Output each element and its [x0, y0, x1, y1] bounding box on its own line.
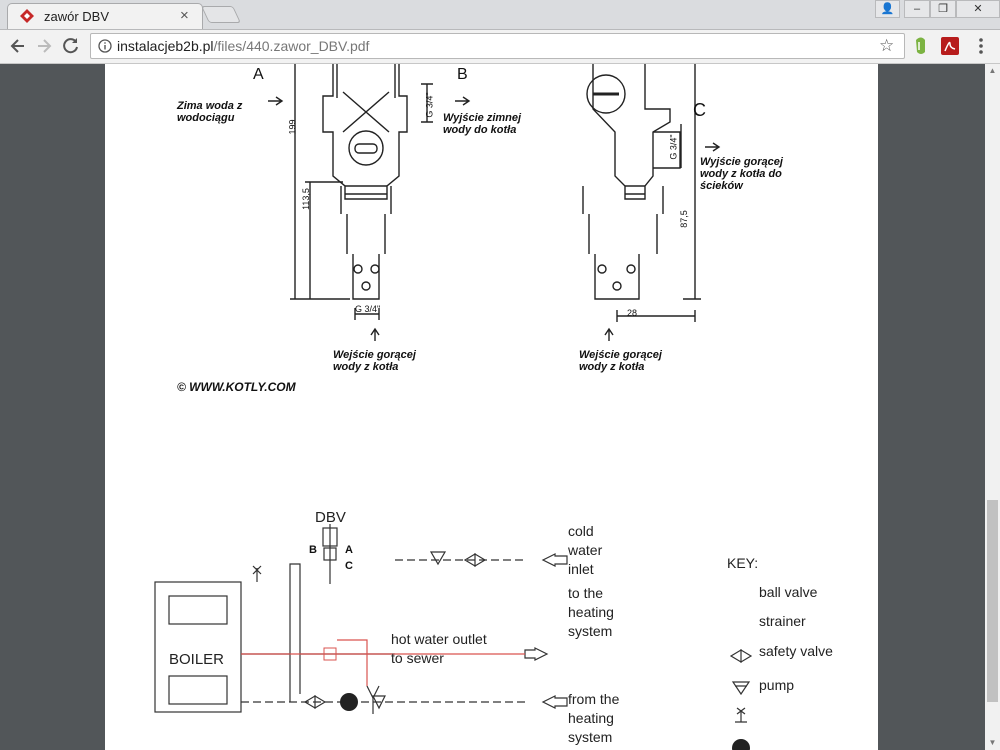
key-pump: pump [759, 677, 795, 693]
dim-28: 28 [627, 308, 638, 318]
hot-outlet-line: hot water outlet [391, 631, 487, 647]
label-a-text: Zima woda z wodociągu [177, 100, 242, 124]
browser-toolbar: instalacjeb2b.pl/files/440.zawor_DBV.pdf… [0, 30, 1000, 64]
tab-title: zawór DBV [44, 9, 110, 24]
boiler-label: BOILER [169, 651, 225, 668]
new-tab-button[interactable] [201, 6, 241, 23]
in-left-line: wody z kotła [333, 361, 399, 373]
site-favicon-icon [20, 9, 34, 23]
c-text-line: wody z kotła do [700, 168, 782, 180]
scroll-up-arrow-icon[interactable]: ▲ [988, 66, 997, 75]
minimize-button[interactable]: – [904, 0, 930, 18]
restore-button[interactable]: ❐ [930, 0, 956, 18]
dim-199: 199 [287, 119, 298, 135]
to-heating-label: to the heating system [568, 584, 614, 641]
b-text-line: Wyjście zimnej [443, 112, 522, 124]
forward-icon[interactable] [34, 36, 54, 56]
browser-tab[interactable]: zawór DBV × [7, 3, 203, 29]
from-heating-line: system [568, 729, 613, 745]
back-icon[interactable] [8, 36, 28, 56]
dbv-port-b: B [309, 544, 317, 556]
cold-line: cold [568, 523, 594, 539]
address-bar[interactable]: instalacjeb2b.pl/files/440.zawor_DBV.pdf… [90, 33, 905, 59]
url-path: /files/440.zawor_DBV.pdf [213, 38, 370, 54]
dbv-port-a: A [345, 544, 353, 556]
cold-line: inlet [568, 561, 594, 577]
label-b-text: Wyjście zimnej wody do kotła [443, 112, 521, 136]
b-text-line: wody do kotła [443, 124, 517, 136]
menu-icon[interactable] [973, 36, 989, 56]
url-text: instalacjeb2b.pl/files/440.zawor_DBV.pdf [117, 38, 369, 54]
vertical-scrollbar[interactable]: ▲ ▼ [985, 64, 1000, 750]
dim-g34-b: G 3/4" [424, 92, 435, 118]
a-text-line: Zima woda z [177, 100, 243, 112]
scrollbar-thumb[interactable] [987, 500, 998, 702]
label-a: A [253, 66, 264, 83]
valve-technical-drawing [268, 64, 721, 341]
to-heating-line: heating [568, 604, 614, 620]
from-heating-line: heating [568, 710, 614, 726]
cold-line: water [568, 542, 603, 558]
reload-icon[interactable] [61, 36, 81, 56]
tab-close-icon[interactable]: × [180, 7, 189, 24]
label-b: B [457, 66, 468, 83]
hot-inlet-left-text: Wejście gorącej wody z kotła [333, 349, 416, 373]
key-safety-valve: safety valve [759, 643, 833, 659]
scroll-down-arrow-icon[interactable]: ▼ [988, 738, 997, 747]
dim-113-5: 113,5 [300, 188, 311, 210]
label-c-text: Wyjście gorącej wody z kotła do ścieków [700, 156, 783, 192]
c-text-line: Wyjście gorącej [700, 156, 783, 168]
hot-water-outlet-label: hot water outlet to sewer [391, 630, 487, 668]
pdf-extension-icon[interactable] [940, 36, 960, 56]
info-icon[interactable] [98, 39, 112, 53]
to-heating-line: system [568, 623, 613, 639]
key-strainer: strainer [759, 613, 806, 629]
dim-g34-c: G 3/4" [668, 134, 679, 160]
key-ball-valve: ball valve [759, 584, 818, 600]
piping-schematic [154, 524, 753, 750]
in-left-line: Wejście gorącej [333, 349, 416, 361]
a-text-line: wodociągu [177, 112, 235, 124]
dim-g34-bottom: G 3/4" [355, 304, 381, 314]
hot-inlet-right-text: Wejście gorącej wody z kotła [579, 349, 662, 373]
bookmark-star-icon[interactable]: ☆ [879, 36, 895, 55]
label-c: C [693, 100, 706, 120]
dim-87-5: 87,5 [678, 210, 689, 228]
to-heating-line: to the [568, 585, 604, 601]
copyright-text: © WWW.KOTLY.COM [177, 380, 296, 394]
c-text-line: ścieków [700, 180, 743, 192]
dbv-port-c: C [345, 560, 353, 572]
close-window-button[interactable]: ✕ [956, 0, 1000, 18]
tab-strip: zawór DBV × 👤 – ❐ ✕ [0, 0, 1000, 30]
cold-water-inlet-label: cold water inlet [568, 522, 602, 579]
hot-outlet-line: to sewer [391, 650, 444, 666]
key-title: KEY: [727, 555, 759, 571]
profile-button[interactable]: 👤 [875, 0, 900, 18]
pdf-page: A B C Zima woda z wodociągu Wyjście zimn… [105, 64, 878, 750]
url-host: instalacjeb2b.pl [117, 38, 214, 54]
dbv-label: DBV [315, 509, 346, 526]
in-right-line: wody z kotła [579, 361, 645, 373]
evernote-extension-icon[interactable] [912, 36, 930, 56]
from-heating-line: from the [568, 691, 620, 707]
in-right-line: Wejście gorącej [579, 349, 662, 361]
from-heating-label: from the heating system [568, 690, 619, 747]
